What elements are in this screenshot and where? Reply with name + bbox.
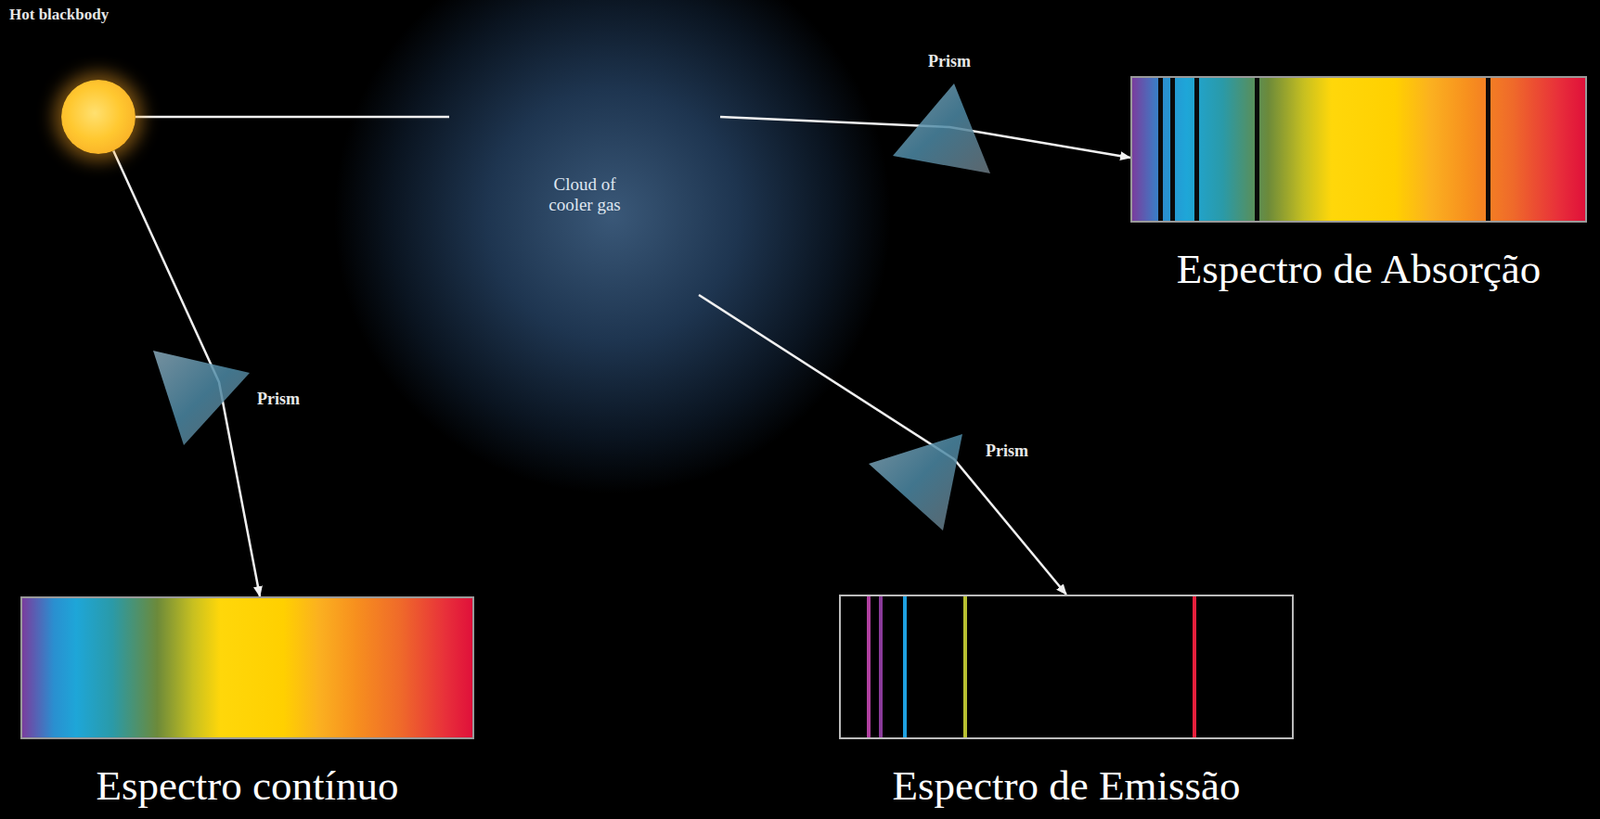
- hot-blackbody-circle: [61, 79, 136, 155]
- spectrum-bar: [20, 596, 475, 740]
- continuous-spectrum: Espectro contínuo: [20, 596, 475, 811]
- emission-line: [963, 596, 968, 738]
- light-ray: [113, 151, 260, 597]
- node-label: Hot blackbody: [9, 5, 205, 25]
- spectrum-caption: Espectro de Emissão: [838, 763, 1294, 811]
- prism-label: Prism: [257, 389, 300, 410]
- spectrum-bar: [1130, 76, 1588, 223]
- emission-spectrum: Espectro de Emissão: [838, 594, 1294, 811]
- emission-line: [1192, 596, 1197, 738]
- absorption-line: [1254, 77, 1260, 221]
- prism-label: Prism: [928, 51, 971, 72]
- emission-line: [903, 596, 907, 738]
- absorption-line: [1485, 77, 1491, 221]
- prism: [153, 350, 250, 446]
- blackbody-node: Hot blackbody: [9, 5, 205, 166]
- spectrum-bar: [838, 594, 1294, 740]
- prism: [892, 83, 991, 174]
- absorption-line: [1158, 77, 1163, 221]
- prism-label: Prism: [985, 441, 1029, 462]
- gas-cloud: Cloud of cooler gas: [449, 55, 721, 296]
- absorption-line: [1194, 77, 1200, 221]
- node-label: Cloud of cooler gas: [538, 174, 632, 216]
- prism: [868, 434, 963, 531]
- light-ray: [135, 116, 450, 119]
- absorption-line: [1170, 77, 1175, 221]
- absorption-spectrum: Espectro de Absorção: [1130, 76, 1588, 294]
- light-ray: [698, 295, 1067, 595]
- emission-line: [878, 596, 883, 738]
- spectrum-caption: Espectro de Absorção: [1130, 246, 1588, 294]
- spectrum-caption: Espectro contínuo: [20, 763, 475, 811]
- emission-line: [866, 596, 871, 738]
